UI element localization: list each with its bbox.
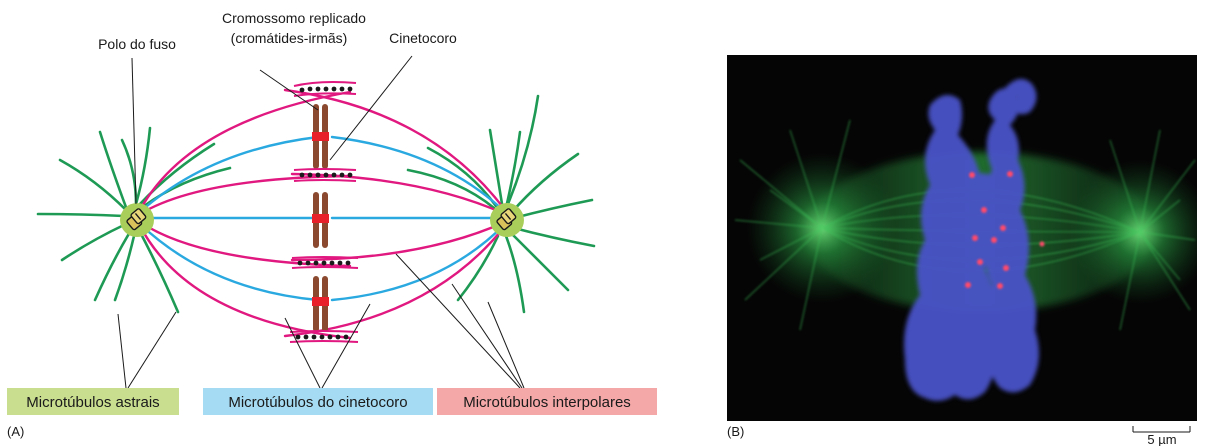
spindle-pole-right — [490, 203, 524, 237]
panel-b-label: (B) — [727, 424, 744, 439]
chromosome-bottom — [312, 276, 329, 332]
kinetochore-microtubules — [138, 135, 507, 302]
legend-kinetochore-text: Microtúbulos do cinetocoro — [228, 394, 407, 411]
chromosome-top — [312, 104, 329, 169]
legend-interpolar: Microtúbulos interpolares — [437, 388, 657, 415]
motor-proteins — [289, 81, 359, 343]
kinetochore-dots — [965, 171, 1045, 289]
panel-a-spindle-diagram: Polo do fuso Cromossomo replicado (cromá… — [7, 10, 657, 439]
scale-bar — [1132, 426, 1191, 433]
scale-bar-label: 5 µm — [1147, 432, 1176, 446]
kinetochore-marker — [312, 132, 329, 141]
label-replicated-chromosome: Cromossomo replicado — [222, 10, 366, 26]
panel-b-micrograph: 5 µm (B) — [727, 55, 1197, 446]
legend-kinetochore-swatch — [203, 388, 433, 415]
astral-microtubules-left — [36, 126, 232, 314]
interpolar-microtubules — [138, 88, 507, 340]
kinetochore-marker — [312, 214, 329, 223]
legend-interpolar-text: Microtúbulos interpolares — [463, 394, 631, 411]
spindle-pole-left — [120, 203, 154, 237]
legend-astral-swatch — [7, 388, 179, 415]
chromosome-mass — [904, 78, 1039, 401]
leader-lines — [117, 55, 525, 389]
replicated-chromosomes — [312, 104, 329, 332]
chromosome-middle — [312, 192, 329, 248]
kinetochore-marker — [312, 297, 329, 306]
label-sister-chromatids: (cromátides-irmãs) — [231, 30, 348, 46]
label-kinetochore: Cinetocoro — [389, 30, 457, 46]
legend-astral-text: Microtúbulos astrais — [26, 394, 159, 411]
legend-kinetochore: Microtúbulos do cinetocoro — [203, 388, 433, 415]
label-spindle-pole: Polo do fuso — [98, 36, 176, 52]
legend-interpolar-swatch — [437, 388, 657, 415]
legend-astral: Microtúbulos astrais — [7, 388, 179, 415]
panel-a-label: (A) — [7, 424, 24, 439]
